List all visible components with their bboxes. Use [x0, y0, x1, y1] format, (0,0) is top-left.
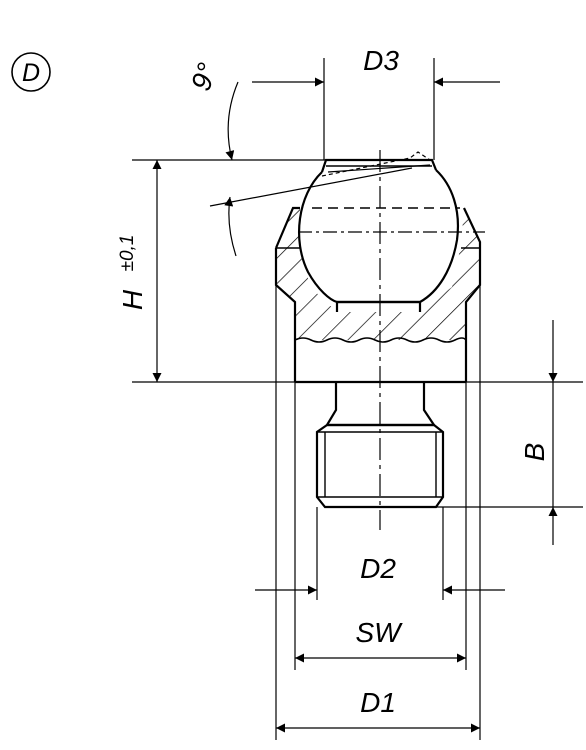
ball — [335, 300, 422, 312]
break-line — [294, 337, 467, 343]
hatched-section — [276, 208, 480, 340]
height-tolerance-label: ±0,1 — [117, 235, 138, 272]
part-body — [274, 150, 485, 530]
sw-label: SW — [355, 617, 403, 648]
svg-text:D: D — [22, 59, 40, 87]
height-label: H — [117, 289, 148, 310]
d2-label: D2 — [360, 553, 396, 584]
angle-label: 9° — [185, 59, 223, 95]
neck — [326, 382, 338, 426]
view-marker: D — [11, 52, 51, 92]
dimension-lines — [132, 58, 583, 740]
d3-label: D3 — [363, 45, 399, 76]
d1-label: D1 — [360, 687, 396, 718]
b-label: B — [519, 443, 550, 462]
